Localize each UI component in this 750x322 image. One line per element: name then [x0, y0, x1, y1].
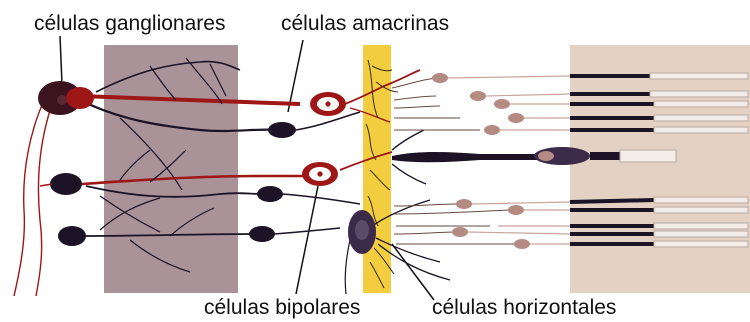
bipolar-cell-middle	[257, 186, 360, 204]
photoreceptor-layer-band	[570, 45, 750, 293]
bipolar-pointer	[296, 186, 318, 294]
bipolar-cell-upper	[268, 112, 360, 138]
amacrine-pointer	[288, 40, 303, 112]
ganglion-cells-label: células ganglionares	[34, 12, 225, 35]
amacrine-cells-label: células amacrinas	[281, 12, 449, 35]
bipolar-cell-lower	[249, 226, 340, 242]
ganglion-layer-band	[104, 45, 238, 293]
optic-nerve-fibres	[14, 96, 52, 296]
bipolar-cells-label: células bipolares	[204, 296, 360, 319]
ganglion-pointer	[60, 36, 62, 84]
horizontal-cells-label: células horizontales	[432, 296, 616, 319]
